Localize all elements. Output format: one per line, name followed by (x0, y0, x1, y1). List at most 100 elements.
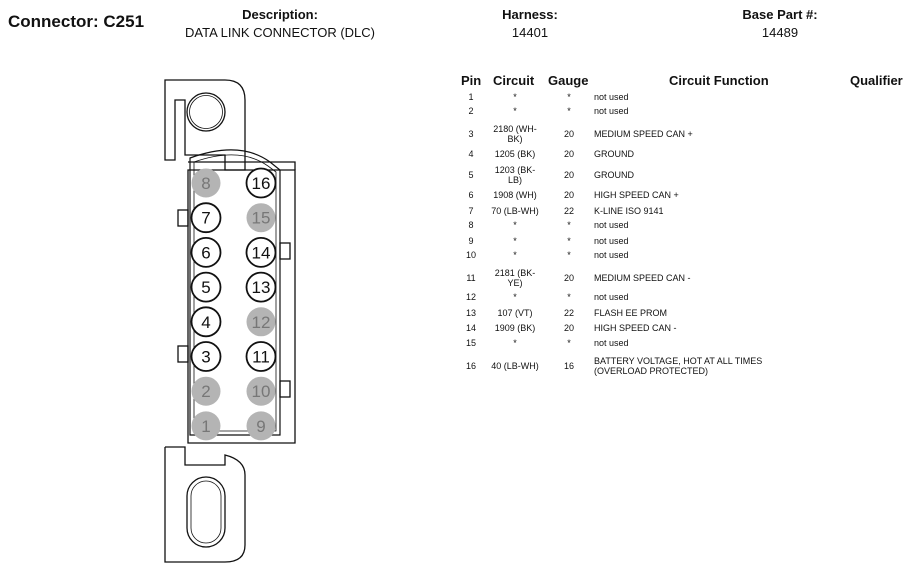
table-row-gauge: * (567, 220, 571, 230)
table-row-circuit-line: 1203 (BK- (494, 165, 536, 175)
table-row-pin: 6 (468, 190, 474, 200)
pin-7: 7 (190, 202, 222, 234)
table-row-circuit: * (485, 236, 545, 246)
pin-16: 16 (245, 167, 277, 199)
harness-title: Harness: (502, 7, 558, 22)
pin-number: 11 (252, 348, 270, 367)
table-row-circuit: * (485, 338, 545, 348)
table-row-circuit-line: * (513, 92, 517, 102)
table-row-circuit: 1203 (BK-LB) (485, 165, 545, 185)
table-row-function: not used (594, 236, 629, 246)
table-row-circuit-line: 1908 (WH) (493, 190, 537, 200)
pin-5: 5 (190, 271, 222, 303)
table-row-function-line: (OVERLOAD PROTECTED) (594, 366, 709, 376)
pin-number: 2 (201, 382, 210, 401)
table-row-function: not used (594, 250, 629, 260)
pin-number: 13 (252, 278, 271, 297)
table-row-gauge: * (567, 92, 571, 102)
pin-circle (245, 167, 277, 199)
table-row-function-line: not used (594, 236, 629, 246)
table-row-circuit-line: * (513, 106, 517, 116)
table-row-gauge: 22 (563, 206, 574, 216)
pin-12: 12 (246, 307, 276, 337)
table-row-circuit: * (485, 250, 545, 260)
table-row-pin: 11 (466, 273, 476, 283)
pin-number: 15 (252, 209, 271, 228)
table-row-circuit-line: * (513, 250, 517, 260)
left-key-upper (177, 209, 189, 227)
table-row-circuit-line: 1205 (BK) (494, 149, 536, 159)
table-row-function-line: not used (594, 106, 629, 116)
table-row-circuit: 2181 (BK-YE) (485, 268, 545, 288)
pin-number: 16 (252, 174, 271, 193)
pin-number: 10 (252, 382, 271, 401)
col-header-circuit: Circuit (493, 73, 535, 88)
pin-circle (190, 341, 222, 372)
table-row-function: HIGH SPEED CAN + (594, 190, 679, 200)
table-row-pin: 9 (468, 236, 474, 246)
table-row-circuit: 2180 (WH-BK) (485, 124, 545, 144)
base-part-value: 14489 (761, 25, 799, 40)
table-row-circuit-line: 40 (LB-WH) (491, 361, 539, 371)
pin-circle (246, 203, 276, 233)
table-row-function: FLASH EE PROM (594, 308, 667, 318)
table-row-function: not used (594, 220, 629, 230)
table-row-function-line: not used (594, 92, 629, 102)
table-row-gauge: 20 (563, 149, 574, 159)
table-row-function: MEDIUM SPEED CAN - (594, 273, 691, 283)
table-row-function: not used (594, 292, 629, 302)
bottom-mount-slot (186, 476, 226, 548)
table-row-pin: 15 (465, 338, 476, 348)
harness-value: 14401 (511, 25, 549, 40)
table-row-circuit: 1908 (WH) (485, 190, 545, 200)
col-header-gauge: Gauge (548, 73, 589, 88)
table-row-pin: 4 (468, 149, 474, 159)
table-row-gauge: 20 (563, 129, 574, 139)
table-row-circuit-line: 70 (LB-WH) (491, 206, 539, 216)
table-row-gauge: * (567, 106, 571, 116)
pin-9: 9 (246, 411, 276, 441)
table-row-circuit-line: * (513, 220, 517, 230)
table-row-function: not used (594, 92, 629, 102)
table-row-circuit-line: BK) (507, 134, 523, 144)
table-row-function-line: not used (594, 292, 629, 302)
pin-1: 1 (191, 411, 221, 441)
top-latch (164, 79, 246, 171)
pin-circle (246, 307, 276, 337)
pin-circle (245, 236, 277, 268)
base-part-title: Base Part #: (742, 7, 818, 22)
right-key-lower (279, 380, 291, 398)
pin-number: 4 (201, 313, 210, 332)
connector-label: Connector: C251 (8, 12, 145, 31)
pin-circle (246, 411, 276, 441)
table-row-gauge: * (567, 236, 571, 246)
table-row-gauge: 20 (563, 170, 574, 180)
table-row-function: K-LINE ISO 9141 (594, 206, 664, 216)
table-row-circuit-line: 2181 (BK- (494, 268, 536, 278)
table-row-function-line: GROUND (594, 170, 634, 180)
table-row-gauge: 22 (563, 308, 574, 318)
table-row-function-line: not used (594, 250, 629, 260)
table-row-circuit-line: * (513, 338, 517, 348)
table-row-pin: 3 (468, 129, 474, 139)
pin-14: 14 (245, 236, 277, 268)
table-row-function-line: not used (594, 338, 629, 348)
pin-number: 3 (201, 348, 210, 367)
table-row-function: MEDIUM SPEED CAN + (594, 129, 693, 139)
table-row-gauge: 20 (563, 190, 574, 200)
table-row-circuit: * (485, 220, 545, 230)
description-title: Description: (242, 7, 318, 22)
table-row-pin: 7 (468, 206, 474, 216)
pin-8: 8 (191, 168, 221, 198)
table-row-function: GROUND (594, 149, 634, 159)
table-row-function-line: K-LINE ISO 9141 (594, 206, 664, 216)
connector-diagram: 8 7 6 5 4 3 2 1 16 15 14 13 12 11 10 9 (164, 79, 296, 563)
table-row-function-line: GROUND (594, 149, 634, 159)
description-value: DATA LINK CONNECTOR (DLC) (185, 25, 375, 40)
table-row-circuit-line: * (513, 236, 517, 246)
table-row-circuit-line: * (513, 292, 517, 302)
table-row-circuit: * (485, 292, 545, 302)
bottom-latch (164, 446, 246, 563)
table-row-function-line: not used (594, 220, 629, 230)
pin-number: 6 (201, 243, 210, 262)
